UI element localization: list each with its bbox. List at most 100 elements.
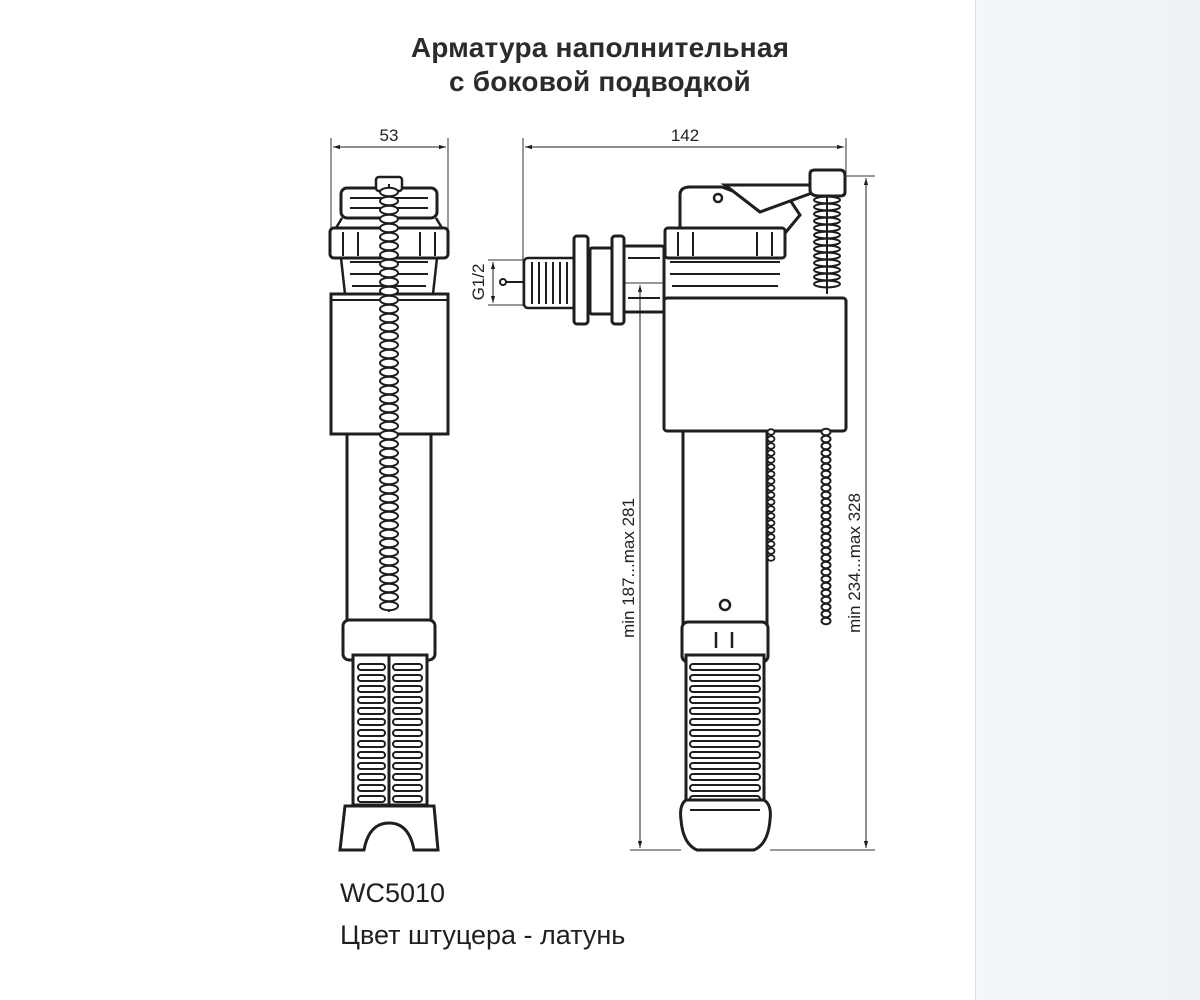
chain-link [379, 447, 399, 459]
chain-link [766, 463, 776, 471]
rod-link [820, 560, 832, 570]
hose-rib [689, 751, 761, 759]
hose-rib [392, 784, 423, 792]
page-edge-line [975, 0, 976, 1000]
rod-link [820, 469, 832, 479]
chain-link [379, 501, 399, 513]
chain-link [766, 519, 776, 527]
side-hose [684, 653, 766, 807]
rod-link [820, 504, 832, 514]
chain-link [379, 510, 399, 522]
chain-link [379, 438, 399, 450]
chain-link [379, 303, 399, 315]
chain-link [379, 186, 399, 198]
hose-rib [357, 740, 386, 748]
chain-link [379, 411, 399, 423]
chain-link [379, 456, 399, 468]
rod-link [820, 441, 832, 451]
chain-link [379, 240, 399, 252]
chain-link [379, 546, 399, 558]
rod-link [820, 546, 832, 556]
hose-rib [392, 674, 423, 682]
chain-link [379, 285, 399, 297]
chain-link [766, 428, 776, 436]
side-view: 142 G1/2 [469, 126, 875, 852]
hose-rib [689, 762, 761, 770]
hose-rib [392, 751, 423, 759]
rod-link [820, 511, 832, 521]
title-line-1: Арматура наполнительная [410, 32, 790, 63]
chain-link [379, 420, 399, 432]
chain-link [379, 213, 399, 225]
front-hose [351, 653, 429, 807]
chain-link [766, 456, 776, 464]
chain-link [766, 505, 776, 513]
hose-rib [689, 707, 761, 715]
chain-link [766, 547, 776, 555]
chain-link [379, 591, 399, 603]
chain-link [379, 321, 399, 333]
hose-rib [689, 740, 761, 748]
dimension-53-label: 53 [380, 126, 399, 145]
hose-rib [357, 762, 386, 770]
side-float-rod [820, 427, 832, 626]
chain-link [766, 533, 776, 541]
rod-link [820, 483, 832, 493]
rod-link [820, 434, 832, 444]
chain-link [766, 484, 776, 492]
hose-rib [357, 663, 386, 671]
hose-rib [689, 674, 761, 682]
rod-link [820, 539, 832, 549]
hose-rib [689, 784, 761, 792]
chain-link [379, 195, 399, 207]
side-inlet-fitting [499, 234, 666, 326]
rod-link [820, 448, 832, 458]
hose-rib [392, 663, 423, 671]
chain-link [379, 582, 399, 594]
rod-link [820, 532, 832, 542]
chain-link [379, 276, 399, 288]
chain-link [379, 393, 399, 405]
hose-rib [392, 707, 423, 715]
dimension-thread-label: G1/2 [469, 264, 488, 301]
rod-link [820, 518, 832, 528]
fitting-color-caption: Цвет штуцера - латунь [340, 920, 626, 950]
rod-link [820, 497, 832, 507]
hose-rib [689, 663, 761, 671]
chain-link [379, 231, 399, 243]
hose-rib [392, 795, 423, 803]
rod-link [820, 595, 832, 605]
rod-link [820, 525, 832, 535]
side-tube-hole [718, 598, 732, 612]
dimension-height-total-label: min 234...max 328 [845, 493, 864, 633]
chain-link [766, 540, 776, 548]
chain-link [379, 465, 399, 477]
chain-link [379, 294, 399, 306]
chain-link [379, 204, 399, 216]
model-caption: WC5010 [340, 878, 446, 908]
chain-link [379, 375, 399, 387]
hose-rib [689, 696, 761, 704]
hose-rib [689, 718, 761, 726]
side-foot [679, 798, 772, 852]
front-view: 53 [328, 126, 450, 852]
chain-link [379, 357, 399, 369]
chain-link [766, 477, 776, 485]
chain-link [379, 474, 399, 486]
chain-link [379, 528, 399, 540]
hose-rib [357, 707, 386, 715]
chain-link [379, 222, 399, 234]
rod-link [820, 567, 832, 577]
side-body [662, 296, 848, 433]
chain-link [379, 573, 399, 585]
rod-link [820, 553, 832, 563]
rod-link [820, 602, 832, 612]
hose-rib [392, 729, 423, 737]
hose-rib [689, 729, 761, 737]
rod-link [820, 462, 832, 472]
chain-link [379, 249, 399, 261]
dimension-height-inlet-label: min 187...max 281 [619, 498, 638, 638]
chain-link [766, 435, 776, 443]
rod-link [820, 455, 832, 465]
